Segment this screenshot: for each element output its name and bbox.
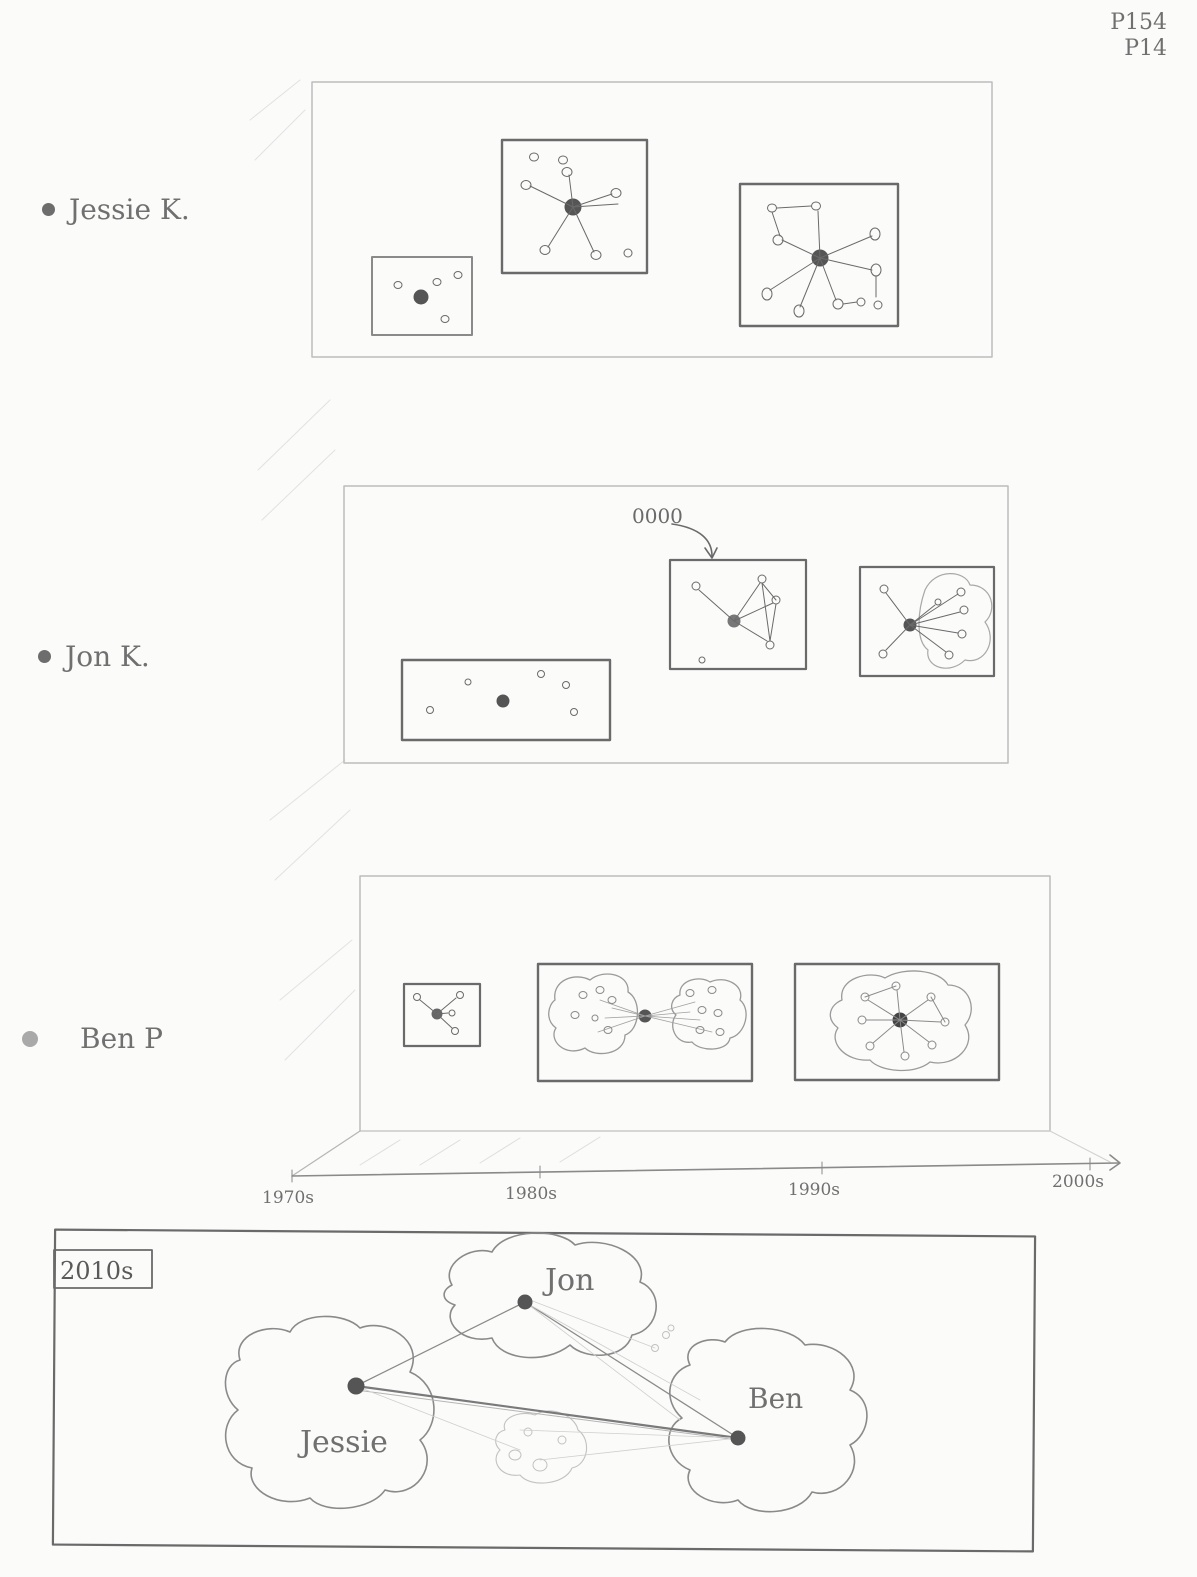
network-ben-1990s — [793, 962, 1001, 1082]
cluster-cloud-faint — [495, 1410, 588, 1484]
timeline-axis — [291, 1130, 1121, 1183]
timeline-tick: 1990s — [788, 1180, 840, 1200]
page-code-line-2: P14 — [1124, 36, 1167, 61]
network-jessie-1980s — [500, 138, 649, 275]
decade-box — [53, 1249, 153, 1289]
person-name: Jon K. — [65, 640, 150, 673]
timeline-tick: 1970s — [262, 1188, 314, 1208]
cluster-connections — [354, 1299, 740, 1461]
network-jon-1980s — [668, 558, 808, 671]
network-jon-1970s — [400, 658, 612, 742]
node-jessie — [347, 1377, 365, 1395]
panel-jon — [343, 485, 1009, 764]
panel-frame — [51, 1228, 1037, 1553]
cluster-cloud-jon — [443, 1232, 657, 1359]
panel-frame — [311, 81, 993, 358]
network-jessie-1990s — [738, 182, 900, 328]
annotation-arrow — [671, 523, 718, 559]
node-ben — [730, 1430, 746, 1446]
person-dot-icon — [38, 650, 51, 663]
cluster-label-ben: Ben — [748, 1382, 803, 1415]
annotation-text: 0000 — [632, 504, 683, 528]
faint-nodes — [508, 1324, 675, 1472]
network-ben-1980s — [536, 962, 754, 1083]
cluster-label-jessie: Jessie — [297, 1425, 388, 1460]
person-dot-icon — [22, 1030, 38, 1047]
person-name: Ben P — [80, 1022, 163, 1055]
background-hatching — [249, 79, 356, 1061]
network-ben-1970s — [402, 982, 482, 1048]
person-label-jessie: Jessie K. — [42, 193, 190, 226]
panel-frame — [343, 485, 1009, 764]
person-label-jon: Jon K. — [38, 640, 150, 673]
panel-frame — [359, 875, 1051, 1132]
timeline-tick: 1980s — [505, 1184, 557, 1204]
page-code: P154 P14 — [1110, 10, 1167, 62]
network-jon-1990s — [858, 565, 996, 678]
cluster-label-jon: Jon — [542, 1263, 594, 1298]
person-label-ben: Ben P — [22, 1022, 163, 1055]
person-dot-icon — [42, 203, 55, 216]
decade-label: 2010s — [60, 1257, 133, 1285]
network-jessie-1970s — [371, 256, 473, 336]
node-jon — [517, 1294, 533, 1310]
timeline-tick: 2000s — [1052, 1172, 1104, 1192]
cluster-cloud-ben — [668, 1327, 868, 1513]
panel-jessie — [311, 81, 993, 358]
panel-2010s — [51, 1228, 1037, 1553]
person-name: Jessie K. — [69, 193, 190, 226]
page-code-line-1: P154 — [1110, 10, 1167, 35]
panel-ben — [359, 875, 1051, 1132]
cluster-cloud-jessie — [224, 1315, 435, 1510]
